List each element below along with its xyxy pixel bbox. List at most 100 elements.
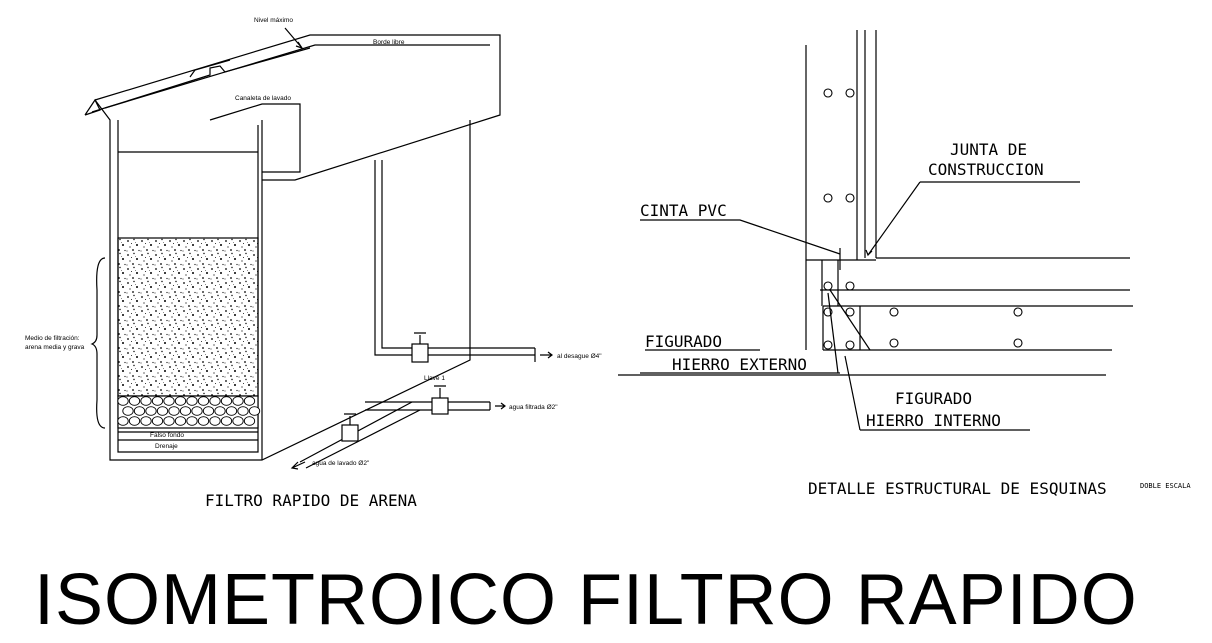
vertical-wall-lines xyxy=(805,30,877,350)
label-wash-channel: Canaleta de lavado xyxy=(235,95,291,102)
arrow-drain xyxy=(540,351,553,359)
sand-bed xyxy=(117,237,259,397)
label-cinta: CINTA PVC xyxy=(640,201,727,220)
gravel-stone xyxy=(209,396,221,406)
label-interno-2: HIERRO INTERNO xyxy=(866,411,1001,430)
wash-channel-front xyxy=(209,103,301,173)
gravel-stone xyxy=(163,416,175,426)
gravel-stone xyxy=(151,396,164,406)
rebar-dot xyxy=(823,88,833,98)
gravel-stone xyxy=(232,416,244,426)
label-outlet-drain: al desague Ø4" xyxy=(557,353,602,360)
label-max-level: Nivel máximo xyxy=(254,17,293,24)
rebar-dot xyxy=(889,307,899,317)
gravel-stone xyxy=(225,406,238,416)
tank-front-top xyxy=(94,34,501,181)
label-valve: Llave 1 xyxy=(424,375,445,382)
rebar-dot xyxy=(823,340,833,350)
pipe-drain xyxy=(374,160,536,362)
gravel-stone xyxy=(151,416,164,426)
gravel-stone xyxy=(232,396,244,406)
gravel-stone xyxy=(145,406,157,416)
media-brace xyxy=(90,257,106,429)
page-title: ISOMETROICO FILTRO RAPIDO xyxy=(34,560,1138,640)
horizontal-joint-line xyxy=(806,257,1130,261)
gravel-stone xyxy=(140,416,152,426)
detail-labels: JUNTA DE CONSTRUCCION CINTA PVC FIGURADO… xyxy=(640,140,1191,498)
gravel-stone xyxy=(243,396,256,406)
gravel-stone xyxy=(163,396,175,406)
scale-note: DOBLE ESCALA xyxy=(1140,482,1191,490)
valve-wash xyxy=(341,413,359,442)
corner-detail xyxy=(618,30,1133,431)
rebar-dot xyxy=(823,307,833,317)
detail-caption: DETALLE ESTRUCTURAL DE ESQUINAS xyxy=(808,479,1107,498)
gravel-stone xyxy=(174,416,187,426)
rebar-dot xyxy=(845,88,855,98)
gravel-stone xyxy=(128,396,141,406)
gravel-stone xyxy=(174,396,187,406)
gravel-stone xyxy=(197,396,210,406)
rebar-dot xyxy=(1013,307,1023,317)
gravel-stone xyxy=(220,396,233,406)
label-filter-media-1: Medio de filtración: xyxy=(25,335,80,342)
gravel-stone xyxy=(209,416,221,426)
rebar-dot xyxy=(845,193,855,203)
pipe-filtered xyxy=(365,401,491,411)
label-interno-1: FIGURADO xyxy=(895,389,972,408)
gravel-stone xyxy=(191,406,203,416)
label-outlet-wash: agua de lavado Ø2" xyxy=(312,460,370,467)
gravel-stone xyxy=(248,406,261,416)
gravel-stone xyxy=(117,396,129,406)
gravel-stone xyxy=(186,396,198,406)
label-outlet-filtered: agua filtrada Ø2" xyxy=(509,404,558,411)
gravel-stone xyxy=(133,406,146,416)
gravel-stone xyxy=(140,396,152,406)
rebar-dot xyxy=(889,338,899,348)
horizontal-wall-lines xyxy=(820,289,1133,351)
filter-labels: Nivel máximo Borde libre Canaleta de lav… xyxy=(25,17,602,467)
label-false-bottom: Falso fondo xyxy=(150,432,184,439)
label-freeboard: Borde libre xyxy=(373,39,405,46)
pipe-wash xyxy=(299,401,421,469)
gravel-stone xyxy=(186,416,198,426)
gravel-stone xyxy=(243,416,256,426)
label-junta-1: JUNTA DE xyxy=(950,140,1027,159)
label-junta-2: CONSTRUCCION xyxy=(928,160,1044,179)
rebar-dots xyxy=(823,88,1023,350)
valve-1 xyxy=(431,385,449,415)
tank-inner-top xyxy=(104,44,490,109)
gravel-stone xyxy=(202,406,215,416)
arrow-wash xyxy=(290,461,306,470)
valve-drain xyxy=(411,332,429,363)
gravel-stone xyxy=(117,416,129,426)
leader-junta xyxy=(865,181,921,257)
rebar-dot xyxy=(845,307,855,317)
corner-block xyxy=(821,260,861,350)
gravel-stone xyxy=(220,416,233,426)
underline-externo xyxy=(640,349,840,374)
wash-channel xyxy=(84,47,311,116)
label-filter-media-2: arena media y grava xyxy=(25,344,85,351)
gravel-stone xyxy=(128,416,141,426)
leader-externo xyxy=(827,292,839,374)
max-level-leader xyxy=(284,27,304,50)
leader-externo-2 xyxy=(829,289,871,351)
rebar-dot xyxy=(823,193,833,203)
filter-caption: FILTRO RAPIDO DE ARENA xyxy=(205,491,417,510)
gravel-stone xyxy=(197,416,210,426)
leader-cinta xyxy=(640,219,841,255)
arrow-filtered xyxy=(495,402,506,410)
gravel-stone xyxy=(168,406,180,416)
gravel-stone xyxy=(179,406,192,416)
rebar-dot xyxy=(1013,338,1023,348)
gravel-stone xyxy=(156,406,169,416)
label-externo-1: FIGURADO xyxy=(645,332,722,351)
label-externo-2: HIERRO EXTERNO xyxy=(672,355,807,374)
leader-interno xyxy=(844,355,1030,431)
gravel-stones xyxy=(117,396,261,426)
gravel-stone xyxy=(122,406,134,416)
gravel-stone xyxy=(214,406,226,416)
rebar-dot xyxy=(845,281,855,291)
